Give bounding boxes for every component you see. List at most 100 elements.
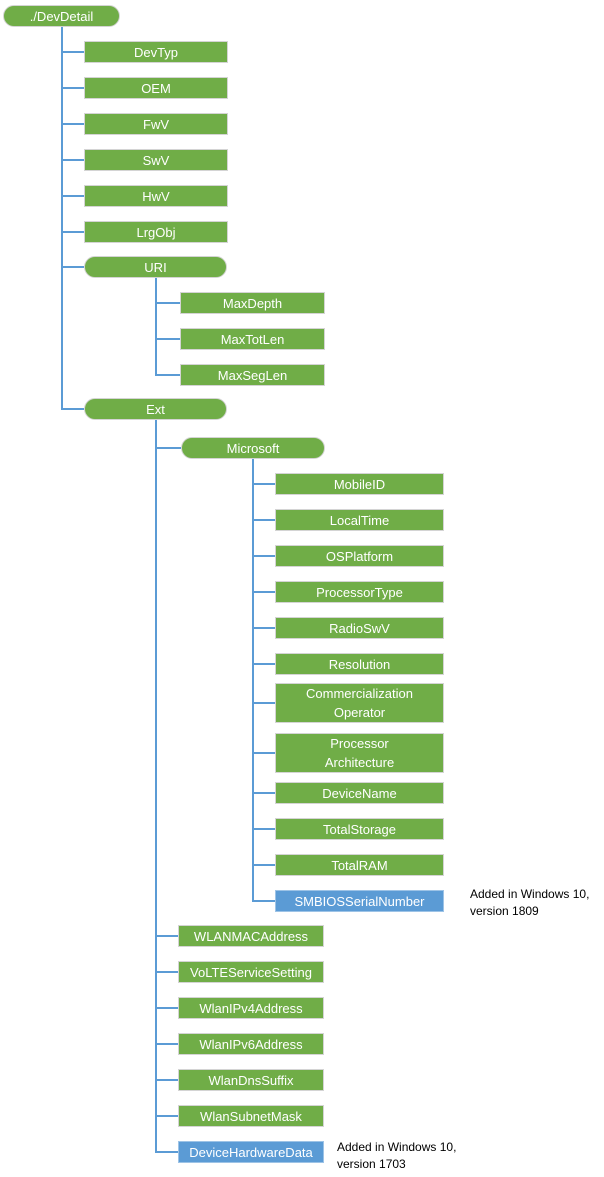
node-label: LrgObj (136, 224, 176, 240)
node-label: Commercialization Operator (306, 686, 413, 720)
connector-branch (155, 1007, 178, 1009)
node-devicename: DeviceName (275, 782, 444, 804)
node-label: MaxTotLen (220, 331, 285, 347)
connector-trunk (252, 459, 254, 902)
node-localtime: LocalTime (275, 509, 444, 531)
node-devicehardwaredata: DeviceHardwareData (178, 1141, 324, 1163)
annotation-devicehardwaredata: Added in Windows 10, version 1703 (337, 1140, 457, 1171)
node-label: MaxDepth (222, 295, 283, 311)
node-volteservicesetting: VoLTEServiceSetting (178, 961, 324, 983)
node-label: TotalRAM (331, 857, 388, 873)
node-label: Microsoft (226, 440, 280, 456)
connector-branch (252, 519, 275, 521)
connector-branch (155, 1151, 178, 1153)
connector-branch (252, 591, 275, 593)
node-label: TotalStorage (323, 821, 396, 837)
node-label: VoLTEServiceSetting (190, 964, 312, 980)
connector-branch (252, 792, 275, 794)
node-label: LocalTime (329, 512, 390, 528)
node-oem: OEM (84, 77, 228, 99)
node-swv: SwV (84, 149, 228, 171)
connector-branch (252, 555, 275, 557)
node-smbiosserialnumber: SMBIOSSerialNumber (275, 890, 444, 912)
connector-branch (252, 828, 275, 830)
node-processorarchitecture: Processor Architecture (275, 733, 444, 773)
node-wlanmacaddress: WLANMACAddress (178, 925, 324, 947)
node-ext: Ext (84, 398, 227, 420)
connector-branch (252, 627, 275, 629)
connector-branch (252, 483, 275, 485)
connector-branch (155, 1115, 178, 1117)
connector-branch (155, 1079, 178, 1081)
node-label: SwV (142, 152, 170, 168)
node-wlanipv6address: WlanIPv6Address (178, 1033, 324, 1055)
node-wlandnssuffix: WlanDnsSuffix (178, 1069, 324, 1091)
connector-branch (61, 231, 84, 233)
node-totalstorage: TotalStorage (275, 818, 444, 840)
connector-trunk (61, 27, 63, 410)
node-fwv: FwV (84, 113, 228, 135)
node-label: WlanDnsSuffix (208, 1072, 294, 1088)
node-label: Resolution (328, 656, 391, 672)
node-label: URI (144, 259, 167, 275)
connector-branch (155, 935, 178, 937)
node-commercializationoperator: Commercialization Operator (275, 683, 444, 723)
connector-branch (252, 663, 275, 665)
connector-branch (61, 195, 84, 197)
node-label: RadioSwV (329, 620, 390, 636)
node-label: SMBIOSSerialNumber (294, 893, 425, 909)
connector-branch (61, 87, 84, 89)
connector-branch (61, 266, 84, 268)
node-devtyp: DevTyp (84, 41, 228, 63)
connector-branch (252, 900, 275, 902)
node-processortype: ProcessorType (275, 581, 444, 603)
node-radioswv: RadioSwV (275, 617, 444, 639)
connector-branch (61, 51, 84, 53)
node-mobileid: MobileID (275, 473, 444, 495)
node-maxtotlen: MaxTotLen (180, 328, 325, 350)
connector-branch (155, 302, 180, 304)
node-label: WLANMACAddress (193, 928, 309, 944)
connector-branch (252, 864, 275, 866)
node-maxdepth: MaxDepth (180, 292, 325, 314)
node-label: DevTyp (133, 44, 179, 60)
connector-trunk (155, 420, 157, 1153)
node-label: MobileID (333, 476, 386, 492)
node-label: ProcessorType (316, 584, 403, 600)
node-resolution: Resolution (275, 653, 444, 675)
annotation-smbiosserialnumber: Added in Windows 10, version 1809 (470, 887, 590, 918)
node-label: HwV (142, 188, 170, 204)
node-label: MaxSegLen (217, 367, 288, 383)
connector-branch (61, 123, 84, 125)
node-uri: URI (84, 256, 227, 278)
connector-branch (61, 159, 84, 161)
node-label: FwV (143, 116, 169, 132)
connector-branch (252, 702, 275, 704)
node-label: WlanSubnetMask (200, 1108, 302, 1124)
connector-branch (155, 447, 181, 449)
node-label: DeviceName (322, 785, 397, 801)
node-label: OEM (141, 80, 171, 96)
node-wlanipv4address: WlanIPv4Address (178, 997, 324, 1019)
connector-branch (155, 1043, 178, 1045)
connector-trunk (155, 278, 157, 376)
node-label: OSPlatform (325, 548, 394, 564)
node-label: ./DevDetail (29, 8, 94, 24)
node-label: Ext (146, 401, 165, 417)
node-devdetail: ./DevDetail (3, 5, 120, 27)
connector-branch (252, 752, 275, 754)
node-maxseglen: MaxSegLen (180, 364, 325, 386)
connector-branch (61, 408, 84, 410)
connector-branch (155, 971, 178, 973)
node-totalram: TotalRAM (275, 854, 444, 876)
node-label: WlanIPv6Address (199, 1036, 303, 1052)
node-wlansubnetmask: WlanSubnetMask (178, 1105, 324, 1127)
node-label: DeviceHardwareData (189, 1144, 313, 1160)
node-label: Processor Architecture (324, 736, 395, 770)
connector-branch (155, 338, 180, 340)
node-lrgobj: LrgObj (84, 221, 228, 243)
node-osplatform: OSPlatform (275, 545, 444, 567)
node-label: WlanIPv4Address (199, 1000, 303, 1016)
connector-branch (155, 374, 180, 376)
